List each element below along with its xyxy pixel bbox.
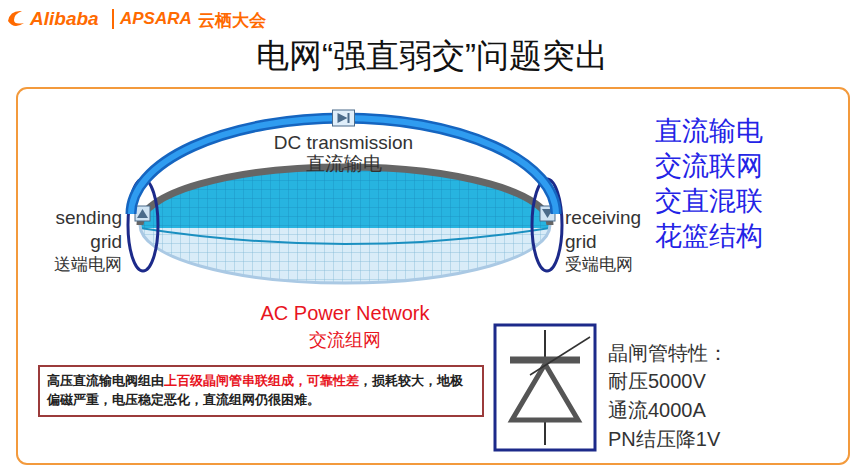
feature-text: 直流输电 [655, 113, 763, 149]
thyristor-symbol [495, 325, 595, 450]
note-box: 高压直流输电阀组由上百级晶闸管串联组成，可靠性差，损耗较大，地极偏磁严重，电压稳… [38, 365, 484, 417]
property-text: 耐压5000V [608, 368, 706, 395]
logo-text: 云栖大会 [198, 9, 266, 32]
note-text: 上百级晶闸管串联组成，可靠性差 [164, 373, 359, 388]
dc-line-stroke [131, 118, 556, 214]
feature-text: 交直混联 [655, 183, 763, 219]
grid-ring [128, 179, 562, 271]
note-text: 高压直流输电阀组由 [47, 373, 164, 388]
grid-label: receiving grid受端电网 [565, 206, 653, 275]
grid-name: 送端电网 [30, 254, 122, 275]
diode-symbol [333, 110, 355, 126]
ac-network-ellipse [130, 160, 560, 283]
logo-icon [8, 11, 24, 26]
frame [17, 88, 849, 464]
grid-name: sending grid [30, 206, 122, 254]
logo-text: APSARA [112, 9, 192, 29]
dc-line-stroke [131, 118, 556, 214]
grid-label: sending grid送端电网 [30, 206, 122, 275]
edge-label: DC transmission 直流输电 [264, 132, 424, 174]
feature-text: 交流联网 [655, 148, 763, 184]
logo-text: Alibaba [30, 8, 99, 30]
network-label: AC Power Network [205, 302, 485, 325]
property-text: 通流4000A [608, 397, 706, 424]
dc-line [131, 110, 556, 214]
network-label: 交流组网 [205, 328, 485, 352]
property-text: PN结压降1V [608, 426, 720, 453]
grid-name: 受端电网 [565, 254, 653, 275]
grid-name: receiving grid [565, 206, 653, 254]
feature-text: 花篮结构 [655, 218, 763, 254]
title: 电网“强直弱交”问题突出 [0, 36, 864, 76]
property-text: 晶闸管特性： [608, 340, 728, 367]
